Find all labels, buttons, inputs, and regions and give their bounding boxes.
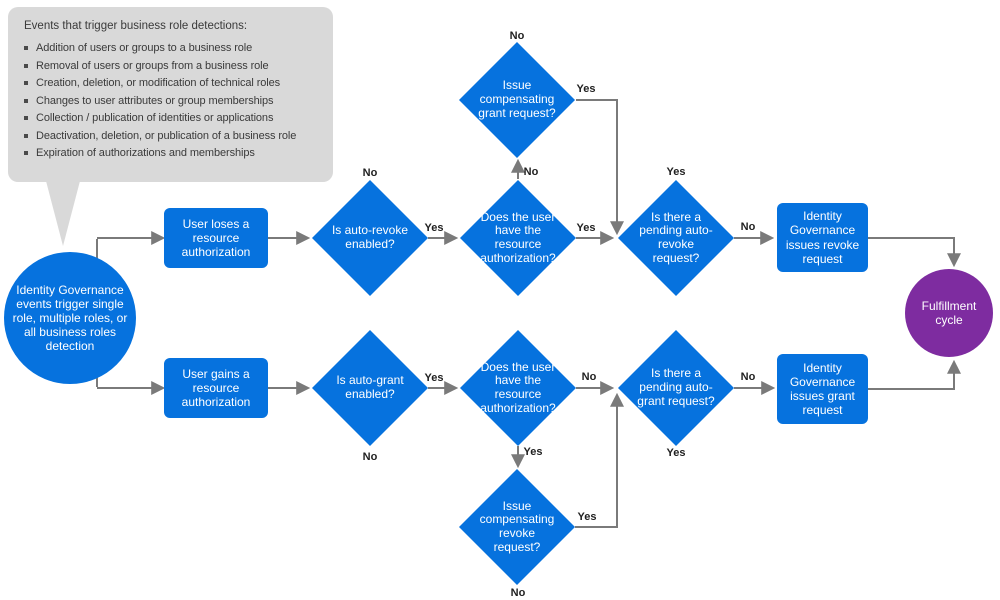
node-issue-revoke: Identity Governance issues revoke reques…: [777, 203, 868, 272]
node-user-gains: User gains a resource authorization: [164, 358, 268, 418]
node-fulfillment-cycle: Fulfillment cycle: [905, 269, 993, 357]
node-comp-revoke-label: Issue compensating revoke request?: [479, 498, 555, 554]
callout-item-label: Addition of users or groups to a busines…: [36, 42, 253, 54]
bullet-icon: [24, 116, 28, 120]
callout-item-label: Creation, deletion, or modification of t…: [36, 77, 281, 89]
node-auto-grant-enabled: Is auto-grant enabled?: [312, 330, 428, 446]
callout-item: Deactivation, deletion, or publication o…: [24, 130, 319, 142]
edge-label-user-have-bottom-yes: Yes: [523, 446, 543, 458]
node-comp-grant: Issue compensating grant request?: [459, 42, 575, 158]
node-auto-grant-enabled-label: Is auto-grant enabled?: [336, 373, 404, 401]
connector-issue-revoke-to-end: [868, 237, 961, 268]
node-issue-grant: Identity Governance issues grant request: [777, 354, 868, 424]
node-pending-revoke: Is there a pending auto-revoke request?: [618, 180, 734, 296]
callout-item-label: Collection / publication of identities o…: [36, 112, 274, 124]
node-user-have-top: Does the user have the resource authoriz…: [460, 180, 576, 296]
bullet-icon: [24, 81, 28, 85]
node-fulfillment-cycle-label: Fulfillment cycle: [921, 298, 977, 327]
callout-item: Addition of users or groups to a busines…: [24, 42, 319, 54]
edge-label-comp-revoke-no: No: [510, 587, 526, 599]
edge-label-pending-revoke-no: No: [740, 221, 756, 233]
node-issue-grant-label: Identity Governance issues grant request: [789, 360, 856, 418]
callout-title: Events that trigger business role detect…: [24, 20, 248, 32]
edge-label-user-have-bottom-no: No: [581, 371, 597, 383]
bullet-icon: [24, 98, 28, 103]
edge-label-auto-revoke-no: No: [362, 167, 378, 179]
edge-label-comp-revoke-yes: Yes: [577, 511, 597, 523]
edge-label-pending-grant-yes: Yes: [666, 447, 686, 459]
node-auto-revoke-enabled: Is auto-revoke enabled?: [312, 180, 428, 296]
edge-label-user-have-top-yes: Yes: [576, 222, 596, 234]
bullet-icon: [24, 133, 28, 138]
bullet-icon: [24, 63, 28, 68]
callout-item-label: Changes to user attributes or group memb…: [36, 94, 274, 107]
node-user-have-top-label: Does the user have the resource authoriz…: [480, 209, 556, 265]
node-auto-revoke-enabled-label: Is auto-revoke enabled?: [331, 223, 409, 251]
events-callout: Events that trigger business role detect…: [8, 7, 333, 182]
node-issue-revoke-label: Identity Governance issues revoke reques…: [785, 209, 860, 266]
node-pending-revoke-label: Is there a pending auto-revoke request?: [639, 209, 713, 265]
node-pending-grant-label: Is there a pending auto-grant request?: [637, 366, 715, 408]
node-pending-grant: Is there a pending auto-grant request?: [618, 330, 734, 446]
edge-label-pending-revoke-yes: Yes: [666, 166, 686, 178]
edge-label-pending-grant-no: No: [740, 371, 756, 383]
callout-item: Removal of users or groups from a busine…: [24, 60, 319, 72]
node-start-label: Identity Governance events trigger singl…: [12, 282, 128, 354]
node-comp-revoke: Issue compensating revoke request?: [459, 469, 575, 585]
callout-item-label: Deactivation, deletion, or publication o…: [36, 129, 297, 142]
connector-comp-grant-yes-down: [576, 99, 624, 236]
bullet-icon: [24, 151, 28, 155]
node-user-have-bottom-label: Does the user have the resource authoriz…: [480, 359, 556, 415]
callout-item: Collection / publication of identities o…: [24, 112, 319, 124]
node-user-loses: User loses a resource authorization: [164, 208, 268, 268]
edge-label-auto-revoke-yes: Yes: [424, 222, 444, 234]
bullet-icon: [24, 46, 28, 50]
callout-item: Expiration of authorizations and members…: [24, 147, 319, 159]
callout-item-label: Expiration of authorizations and members…: [36, 147, 255, 159]
edge-label-auto-grant-no: No: [362, 451, 378, 463]
edge-label-user-have-top-no: No: [523, 166, 539, 178]
edge-label-auto-grant-yes: Yes: [424, 372, 444, 384]
callout-item: Creation, deletion, or modification of t…: [24, 77, 319, 89]
connector-issue-grant-to-end: [868, 359, 961, 390]
node-user-have-bottom: Does the user have the resource authoriz…: [460, 330, 576, 446]
node-user-gains-label: User gains a resource authorization: [181, 366, 251, 410]
node-start-circle: Identity Governance events trigger singl…: [4, 252, 136, 384]
edge-label-comp-grant-yes: Yes: [576, 83, 596, 95]
callout-item: Changes to user attributes or group memb…: [24, 95, 319, 107]
edge-label-comp-grant-no: No: [509, 30, 525, 42]
node-user-loses-label: User loses a resource authorization: [181, 216, 251, 260]
connector-comp-revoke-yes-up: [575, 392, 624, 528]
callout-item-label: Removal of users or groups from a busine…: [36, 59, 269, 72]
node-comp-grant-label: Issue compensating grant request?: [478, 78, 556, 120]
